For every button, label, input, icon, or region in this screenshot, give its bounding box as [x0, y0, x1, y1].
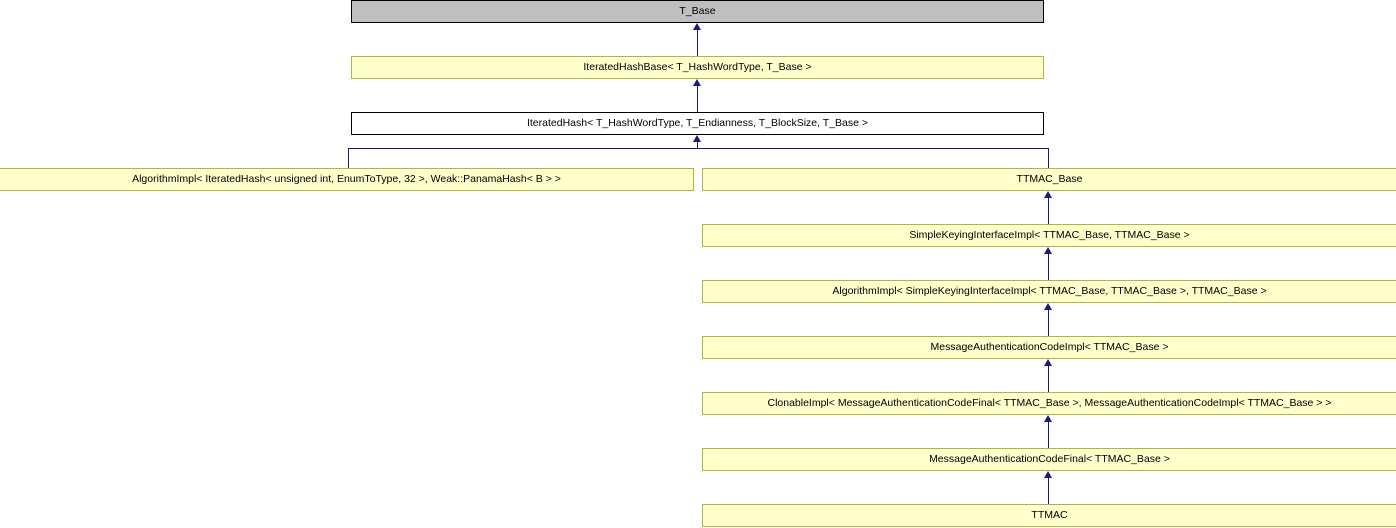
edge-clonable-impl-to-message-authentication-code-impl [1048, 366, 1049, 392]
edge-bus-to-ttmac-base [1048, 148, 1049, 168]
edge-message-authentication-code-final-to-clonable-impl [1048, 422, 1049, 448]
arrowhead-iterated-hash-base-to-t-base [693, 23, 701, 30]
arrowhead-simple-keying-interface-impl-to-ttmac-base [1044, 191, 1052, 198]
edge-algorithm-impl-ttmac-to-simple-keying-interface-impl [1048, 254, 1049, 280]
arrowhead-algorithm-impl-ttmac-to-simple-keying-interface-impl [1044, 247, 1052, 254]
edge-bus-horizontal [348, 148, 1049, 149]
class-box-message-authentication-code-impl[interactable]: MessageAuthenticationCodeImpl< TTMAC_Bas… [702, 336, 1396, 359]
class-box-algorithm-impl-ttmac[interactable]: AlgorithmImpl< SimpleKeyingInterfaceImpl… [702, 280, 1396, 303]
class-box-t-base[interactable]: T_Base [351, 0, 1044, 23]
edge-simple-keying-interface-impl-to-ttmac-base [1048, 198, 1049, 224]
edge-bus-stem-to-iterated-hash [697, 142, 698, 149]
edge-message-authentication-code-impl-to-algorithm-impl-ttmac [1048, 310, 1049, 336]
edge-iterated-hash-base-to-t-base [697, 30, 698, 56]
class-box-ttmac-base[interactable]: TTMAC_Base [702, 168, 1396, 191]
edge-ttmac-to-message-authentication-code-final [1048, 478, 1049, 504]
class-box-simple-keying-interface-impl[interactable]: SimpleKeyingInterfaceImpl< TTMAC_Base, T… [702, 224, 1396, 247]
arrowhead-message-authentication-code-impl-to-algorithm-impl-ttmac [1044, 303, 1052, 310]
class-box-iterated-hash-base[interactable]: IteratedHashBase< T_HashWordType, T_Base… [351, 56, 1044, 79]
class-box-clonable-impl[interactable]: ClonableImpl< MessageAuthenticationCodeF… [702, 392, 1396, 415]
arrowhead-ttmac-to-message-authentication-code-final [1044, 471, 1052, 478]
arrowhead-iterated-hash-to-iterated-hash-base [693, 79, 701, 86]
arrowhead-bus-to-iterated-hash [693, 135, 701, 142]
arrowhead-clonable-impl-to-message-authentication-code-impl [1044, 359, 1052, 366]
class-box-ttmac[interactable]: TTMAC [702, 504, 1396, 527]
class-box-iterated-hash[interactable]: IteratedHash< T_HashWordType, T_Endianne… [351, 112, 1044, 135]
class-box-message-authentication-code-final[interactable]: MessageAuthenticationCodeFinal< TTMAC_Ba… [702, 448, 1396, 471]
edge-iterated-hash-to-iterated-hash-base [697, 86, 698, 112]
class-box-algorithm-impl-panama-hash[interactable]: AlgorithmImpl< IteratedHash< unsigned in… [0, 168, 694, 191]
arrowhead-message-authentication-code-final-to-clonable-impl [1044, 415, 1052, 422]
edge-bus-to-algorithm-impl-panama-hash [348, 148, 349, 168]
